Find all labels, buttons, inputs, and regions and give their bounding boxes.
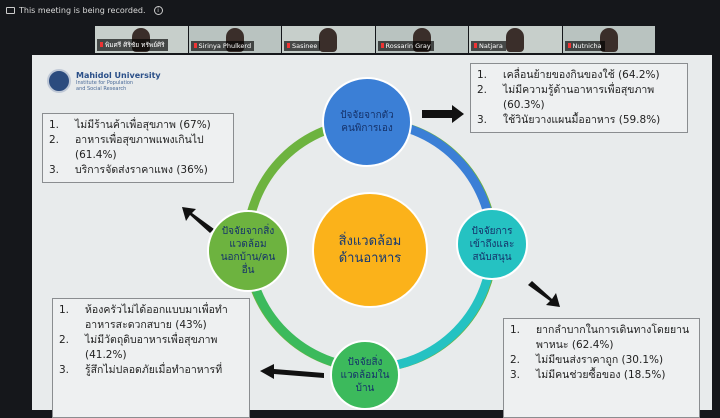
item-text: ไม่มีคนช่วยซื้อของ (18.5%) [536, 369, 666, 381]
participant-name: Sasinee [284, 41, 321, 51]
list-item: 3. ใช้วินัยวางแผนมื้ออาหาร (59.8%) [477, 113, 681, 128]
item-number: 3. [59, 364, 70, 376]
recording-notice: This meeting is being recorded. i [6, 6, 163, 15]
list-item: 2. ไม่มีวัตถุดิบอาหารเพื่อสุขภาพ (41.2%) [59, 333, 243, 363]
participant-tile[interactable]: Nutnicha [562, 26, 655, 53]
node-label: ปัจจัยการเข้าถึงและสนับสนุน [469, 225, 515, 263]
list-item: 3. รู้สึกไม่ปลอดภัยเมื่อทำอาหารที่ [59, 363, 243, 378]
list-item: 2. ไม่มีขนส่งราคาถูก (30.1%) [510, 353, 693, 368]
item-text: ไม่มีขนส่งราคาถูก (30.1%) [536, 354, 664, 366]
item-text: บริการจัดส่งราคาแพง (36%) [75, 164, 208, 176]
item-text: ห้องครัวไม่ได้ออกแบบมาเพื่อทำอาหารสะดวกส… [85, 304, 228, 331]
participant-name: Sirinya Phulkerd [190, 41, 255, 51]
item-number: 3. [49, 164, 60, 176]
recording-icon [6, 7, 15, 14]
list-item: 1. ไม่มีร้านค้าเพื่อสุขภาพ (67%) [49, 118, 227, 133]
list-item: 1. เคลื่อนย้ายของกินของใช้ (64.2%) [477, 68, 681, 83]
item-text: ไม่มีวัตถุดิบอาหารเพื่อสุขภาพ (41.2%) [85, 334, 218, 361]
participant-name: พิมศรี ศิริชัย ทรัพย์ศิริ [97, 39, 168, 51]
node-external-environment: ปัจจัยจากสิ่งแวดล้อมนอกบ้าน/คนอื่น [207, 210, 289, 292]
center-food-environment: สิ่งแวดล้อมด้านอาหาร [312, 192, 428, 308]
participant-tile[interactable]: พิมศรี ศิริชัย ทรัพย์ศิริ [95, 26, 188, 53]
participant-name: Natjara [471, 41, 506, 51]
list-item: 2. อาหารเพื่อสุขภาพแพงเกินไป (61.4%) [49, 133, 227, 163]
info-icon[interactable]: i [153, 6, 163, 15]
center-label: สิ่งแวดล้อมด้านอาหาร [338, 234, 402, 266]
item-number: 1. [49, 119, 60, 131]
box-external-factors: 1. ไม่มีร้านค้าเพื่อสุขภาพ (67%) 2. อาหารเ… [42, 113, 234, 183]
node-personal-factors: ปัจจัยจากตัวคนพิการเอง [322, 77, 412, 167]
list-item: 1. ยากลำบากในการเดินทางโดยยานพาหนะ (62.4%… [510, 323, 693, 353]
node-label: ปัจจัยสิ่งแวดล้อมในบ้าน [340, 356, 390, 394]
node-access-support: ปัจจัยการเข้าถึงและสนับสนุน [456, 208, 528, 280]
arrows [182, 105, 560, 379]
node-home-environment: ปัจจัยสิ่งแวดล้อมในบ้าน [330, 340, 400, 410]
item-text: ไม่มีความรู้ด้านอาหารเพื่อสุขภาพ (60.3%) [503, 84, 655, 111]
item-text: ไม่มีร้านค้าเพื่อสุขภาพ (67%) [75, 119, 211, 131]
list-item: 3. ไม่มีคนช่วยซื้อของ (18.5%) [510, 368, 693, 383]
participant-video [506, 28, 524, 52]
participant-name: Rossarin Gray [377, 41, 434, 51]
item-text: รู้สึกไม่ปลอดภัยเมื่อทำอาหารที่ [85, 364, 223, 376]
arrow-downright-icon [528, 281, 560, 307]
box-home-factors: 1. ห้องครัวไม่ได้ออกแบบมาเพื่อทำอาหารสะดว… [52, 298, 250, 418]
logo-subtitle: and Social Research [76, 85, 127, 92]
item-number: 3. [477, 114, 488, 126]
item-text: เคลื่อนย้ายของกินของใช้ (64.2%) [503, 69, 660, 81]
node-label: ปัจจัยจากตัวคนพิการเอง [340, 110, 394, 134]
participant-tile[interactable]: Natjara [469, 26, 562, 53]
item-number: 1. [510, 324, 521, 336]
participant-name: Nutnicha [564, 41, 605, 51]
item-number: 2. [49, 134, 60, 146]
box-personal-factors: 1. เคลื่อนย้ายของกินของใช้ (64.2%) 2. ไม่ม… [470, 63, 688, 133]
list-item: 2. ไม่มีความรู้ด้านอาหารเพื่อสุขภาพ (60.3… [477, 83, 681, 113]
arrow-right-icon [422, 105, 464, 123]
item-text: ใช้วินัยวางแผนมื้ออาหาร (59.8%) [503, 114, 661, 126]
list-item: 3. บริการจัดส่งราคาแพง (36%) [49, 163, 227, 178]
box-access-factors: 1. ยากลำบากในการเดินทางโดยยานพาหนะ (62.4%… [503, 318, 700, 418]
university-seal-icon [47, 69, 71, 93]
item-number: 2. [477, 84, 488, 96]
item-number: 2. [510, 354, 521, 366]
node-label: ปัจจัยจากสิ่งแวดล้อมนอกบ้าน/คนอื่น [220, 226, 276, 276]
recording-text: This meeting is being recorded. [19, 6, 146, 15]
participant-tile[interactable]: Rossarin Gray [375, 26, 468, 53]
item-number: 3. [510, 369, 521, 381]
item-number: 2. [59, 334, 70, 346]
logo-subtitle: Institute for Population [76, 79, 134, 86]
logo-title: Mahidol University [76, 70, 161, 80]
list-item: 1. ห้องครัวไม่ได้ออกแบบมาเพื่อทำอาหารสะดว… [59, 303, 243, 333]
item-number: 1. [477, 69, 488, 81]
participant-video [319, 28, 337, 52]
participant-tile[interactable]: Sirinya Phulkerd [188, 26, 281, 53]
item-number: 1. [59, 304, 70, 316]
participant-tile[interactable]: Sasinee [282, 26, 375, 53]
participant-strip: พิมศรี ศิริชัย ทรัพย์ศิริ Sirinya Phulke… [95, 26, 655, 53]
item-text: อาหารเพื่อสุขภาพแพงเกินไป (61.4%) [75, 134, 204, 161]
shared-slide: Mahidol University Institute for Populat… [32, 55, 712, 418]
university-logo: Mahidol University Institute for Populat… [47, 69, 161, 93]
arrow-left-icon [260, 364, 324, 379]
arrow-upleft-icon [182, 207, 214, 233]
item-text: ยากลำบากในการเดินทางโดยยานพาหนะ (62.4%) [536, 324, 690, 351]
